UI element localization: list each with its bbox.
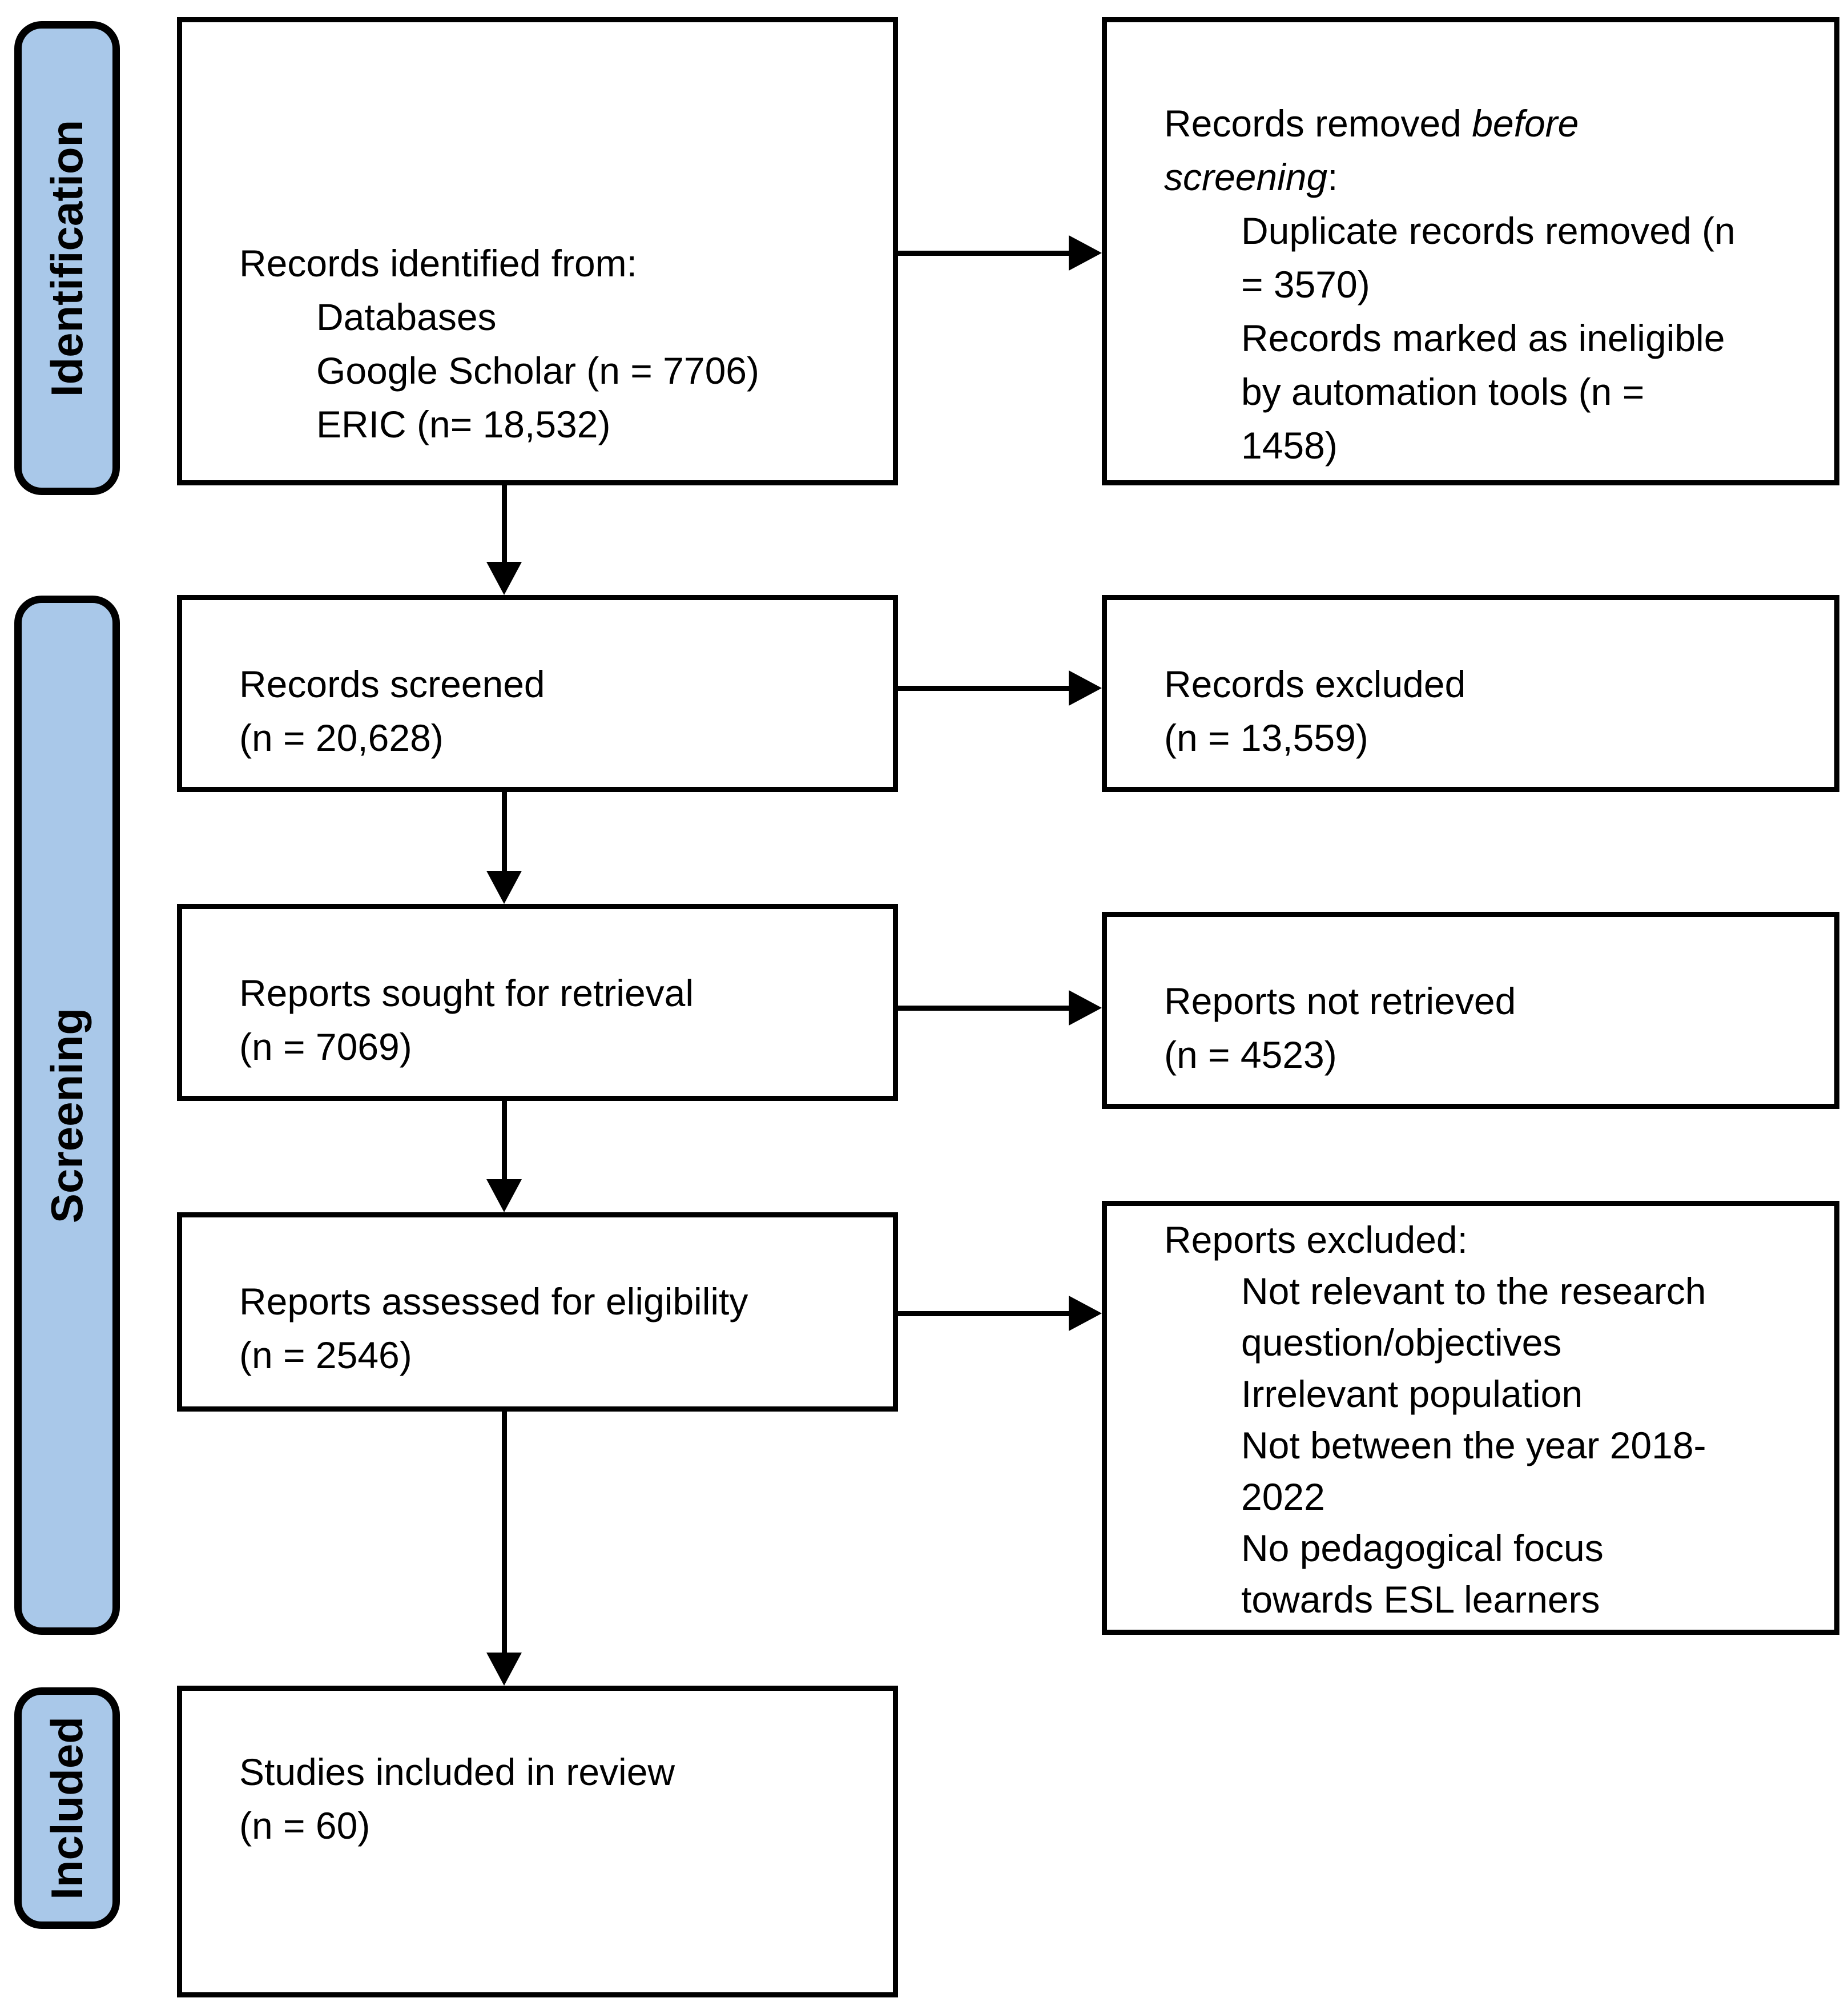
box-reports-not-retrieved: Reports not retrieved (n = 4523) (1102, 912, 1839, 1109)
box-line: Records marked as ineligible (1241, 317, 1725, 359)
box-title: Reports excluded: (1164, 1219, 1468, 1261)
arrow-head-right-icon (1069, 1296, 1102, 1331)
box-line: = 3570) (1241, 263, 1370, 305)
box-title-italic: before (1472, 102, 1579, 144)
arrow-stem (502, 792, 507, 874)
box-line: Studies included in review (239, 1751, 675, 1793)
box-line: Records excluded (1164, 663, 1466, 705)
box-line: Reports sought for retrieval (239, 972, 694, 1014)
box-reports-sought: Reports sought for retrieval (n = 7069) (177, 904, 898, 1101)
box-line: (n = 13,559) (1164, 717, 1368, 759)
box-line: Irrelevant population (1241, 1373, 1583, 1415)
box-title-text: Records removed (1164, 102, 1472, 144)
box-line: question/objectives (1241, 1321, 1562, 1364)
box-line: (n = 2546) (239, 1334, 412, 1376)
box-line: 1458) (1241, 424, 1338, 467)
stage-identification-label: Identification (42, 119, 92, 397)
box-title: Records identified from: (239, 242, 637, 284)
box-line: by automation tools (n = (1241, 371, 1645, 413)
box-line: Databases (316, 296, 497, 338)
stage-included: Included (14, 1687, 120, 1929)
box-line: Google Scholar (n = 7706) (316, 349, 759, 392)
arrow-head-down-icon (486, 562, 522, 595)
box-line: (n = 7069) (239, 1026, 412, 1068)
arrow-stem (502, 485, 507, 565)
box-records-excluded: Records excluded (n = 13,559) (1102, 595, 1839, 792)
box-title-italic: screening (1164, 156, 1328, 198)
box-line: Reports not retrieved (1164, 980, 1516, 1022)
box-line: (n = 4523) (1164, 1034, 1337, 1076)
box-line: ERIC (n= 18,532) (316, 403, 611, 445)
arrow-stem (502, 1101, 507, 1183)
box-records-removed: Records removed before screening: Duplic… (1102, 17, 1839, 485)
stage-screening-label: Screening (42, 1007, 92, 1223)
box-line: Not between the year 2018- (1241, 1424, 1706, 1466)
arrow-stem (898, 686, 1072, 691)
box-line: No pedagogical focus (1241, 1527, 1604, 1569)
box-title: screening: (1164, 150, 1817, 204)
stage-identification: Identification (14, 21, 120, 495)
box-records-screened: Records screened (n = 20,628) (177, 595, 898, 792)
box-studies-included: Studies included in review (n = 60) (177, 1686, 898, 1997)
arrow-head-right-icon (1069, 670, 1102, 706)
box-reports-excluded: Reports excluded: Not relevant to the re… (1102, 1201, 1839, 1635)
arrow-head-down-icon (486, 1179, 522, 1212)
box-line: (n = 20,628) (239, 717, 444, 759)
arrow-head-down-icon (486, 1653, 522, 1686)
box-records-identified: Records identified from: Databases Googl… (177, 17, 898, 485)
arrow-stem (898, 1006, 1072, 1011)
arrow-head-down-icon (486, 871, 522, 904)
box-line: Duplicate records removed (n (1241, 210, 1736, 252)
arrow-stem (898, 251, 1072, 256)
box-title-text: : (1327, 156, 1338, 198)
box-title: Records removed before (1164, 97, 1817, 150)
arrow-stem (502, 1412, 507, 1656)
box-line: 2022 (1241, 1476, 1325, 1518)
arrow-head-right-icon (1069, 990, 1102, 1026)
box-line: Reports assessed for eligibility (239, 1280, 748, 1322)
box-reports-assessed: Reports assessed for eligibility (n = 25… (177, 1212, 898, 1412)
box-line: Records screened (239, 663, 545, 705)
stage-included-label: Included (42, 1716, 92, 1900)
arrow-stem (898, 1311, 1072, 1316)
box-line: towards ESL learners (1241, 1578, 1600, 1621)
box-line: Not relevant to the research (1241, 1270, 1706, 1312)
stage-screening: Screening (14, 596, 120, 1635)
arrow-head-right-icon (1069, 235, 1102, 271)
box-line: (n = 60) (239, 1804, 371, 1847)
